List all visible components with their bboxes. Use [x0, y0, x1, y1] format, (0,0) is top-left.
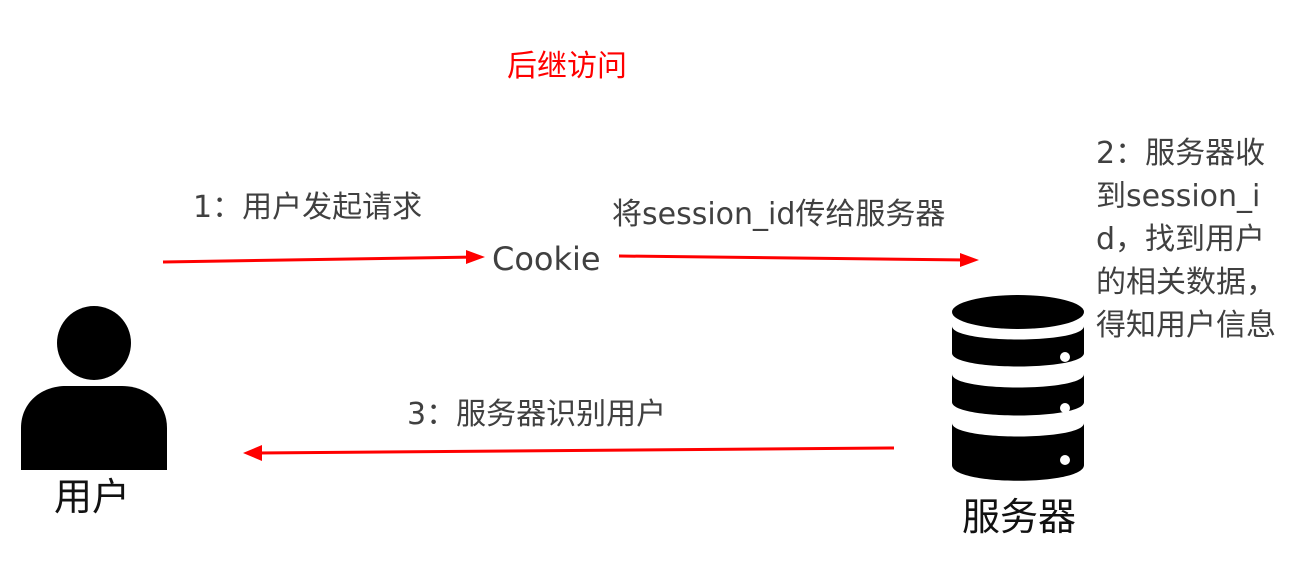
- step-3-label: 3：服务器识别用户: [407, 397, 667, 432]
- cookie-label: Cookie: [492, 240, 601, 278]
- step-2-label: 2：服务器收到session_id，找到用户的相关数据，得知用户信息: [1096, 136, 1276, 343]
- user-label: 用户: [54, 475, 131, 519]
- database-server-icon: [952, 295, 1084, 481]
- arrow-server-to-user: [243, 445, 895, 461]
- server-label: 服务器: [962, 495, 1077, 539]
- arrow-user-to-cookie: [162, 250, 485, 264]
- user-icon: [21, 306, 167, 470]
- pass-session-id-label: 将session_id传给服务器: [612, 197, 946, 232]
- arrow-cookie-to-server: [618, 253, 979, 267]
- step-1-label: 1：用户发起请求: [193, 190, 423, 225]
- diagram-title: 后继访问: [507, 49, 627, 84]
